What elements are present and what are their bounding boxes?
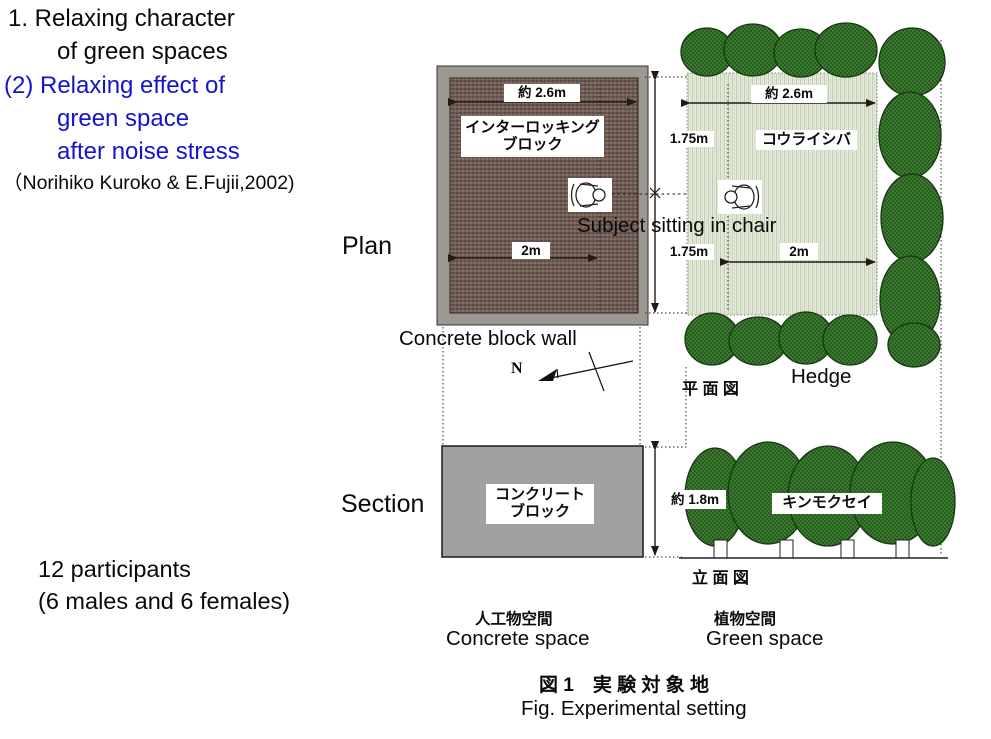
figure-caption-ja: 図 1 実 験 対 象 地 bbox=[539, 675, 709, 696]
slide-subtitle-line2: green space bbox=[57, 105, 190, 132]
hedge-bottom-row bbox=[684, 311, 878, 366]
central-dimension-lines bbox=[612, 71, 716, 314]
slide-title-line2: of green spaces bbox=[57, 38, 228, 65]
concrete-block-wall-label: Concrete block wall bbox=[399, 327, 577, 350]
hedge-species-label: キンモクセイ bbox=[772, 493, 882, 514]
slide-subtitle-line1: (2) Relaxing effect of bbox=[4, 72, 226, 99]
north-label: N bbox=[511, 360, 523, 377]
subject-person-icon-right bbox=[718, 180, 762, 214]
plan-view-label: Plan bbox=[342, 232, 393, 260]
dimension-label-concrete-2m: 2m bbox=[512, 242, 550, 259]
figure-caption-en: Fig. Experimental setting bbox=[521, 697, 747, 720]
slide-subtitle-line3: after noise stress bbox=[57, 138, 240, 165]
subject-sitting-label: Subject sitting in chair bbox=[577, 214, 777, 237]
green-space-label-en: Green space bbox=[706, 627, 824, 650]
section-view bbox=[441, 441, 956, 559]
concrete-space-plan bbox=[436, 65, 649, 326]
green-space-plan bbox=[680, 22, 946, 368]
hedge-right-column bbox=[878, 27, 946, 368]
subject-person-icon-left bbox=[568, 178, 612, 212]
concrete-space-label-en: Concrete space bbox=[446, 627, 590, 650]
participants-line1: 12 participants bbox=[38, 556, 191, 582]
concrete-block-section-label: コンクリート ブロック bbox=[486, 484, 594, 524]
dimension-label-175-top: 1.75m bbox=[664, 131, 714, 147]
hedge-top-row bbox=[680, 22, 878, 78]
north-compass-icon bbox=[538, 351, 634, 392]
citation: （Norihiko Kuroko & E.Fujii,2002) bbox=[3, 172, 295, 194]
interlocking-block-label: インターロッキング ブロック bbox=[461, 116, 604, 157]
dimension-label-concrete-width: 約 2.6m bbox=[504, 84, 580, 102]
dimension-label-hedge-height: 約 1.8m bbox=[664, 490, 726, 509]
lawn-surface bbox=[686, 72, 878, 316]
projection-dotted-lines bbox=[442, 40, 942, 558]
lawn-species-label: コウライシバ bbox=[756, 130, 857, 150]
hedge-label: Hedge bbox=[791, 365, 852, 388]
dimension-label-175-bottom: 1.75m bbox=[664, 244, 714, 260]
section-view-label: Section bbox=[341, 490, 425, 518]
dimension-label-green-width: 約 2.6m bbox=[751, 85, 827, 103]
concrete-space-label-ja: 人工物空間 bbox=[475, 611, 553, 628]
green-space-label-ja: 植物空間 bbox=[714, 611, 777, 628]
participants-line2: (6 males and 6 females) bbox=[38, 588, 291, 614]
slide-title-line1: 1. Relaxing character bbox=[8, 5, 235, 32]
plan-view-label-ja: 平 面 図 bbox=[682, 381, 739, 398]
section-view-label-ja: 立 面 図 bbox=[692, 570, 749, 587]
dimension-label-green-2m: 2m bbox=[780, 243, 818, 260]
tree-trunks bbox=[713, 539, 910, 559]
